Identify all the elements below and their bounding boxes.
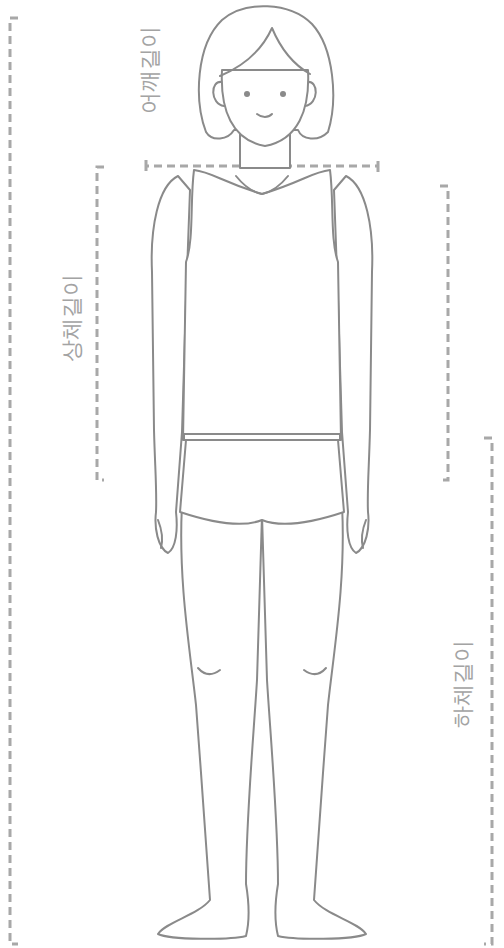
measure-brackets bbox=[10, 18, 492, 944]
measure-label: 어깨길이 bbox=[137, 23, 163, 117]
measure-label: 상체길이 bbox=[59, 271, 85, 365]
mouth bbox=[257, 114, 272, 117]
face-details bbox=[244, 91, 286, 97]
measure-label: 하체길이 bbox=[450, 637, 476, 731]
figure bbox=[152, 6, 373, 939]
